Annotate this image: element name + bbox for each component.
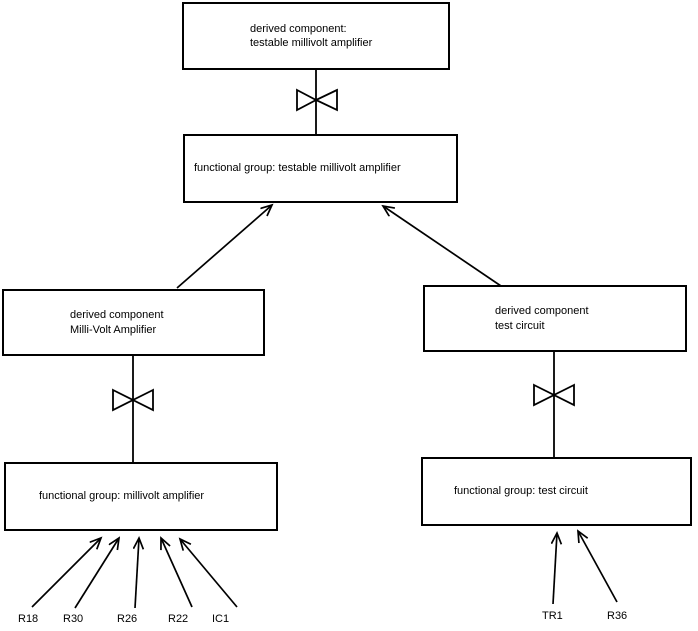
box-derived-test-circuit: derived component test circuit <box>423 285 687 352</box>
bowtie-icon-right <box>533 383 575 407</box>
component-label-r36: R36 <box>607 610 628 622</box>
component-label-r30: R30 <box>63 613 84 625</box>
box-text-line: derived component: <box>250 22 347 35</box>
arrow-r22 <box>161 538 193 608</box>
arrow-ic1 <box>180 539 238 608</box>
bowtie-icon-top <box>296 88 338 112</box>
box-text-line: functional group: test circuit <box>454 485 588 498</box>
arrow-r18 <box>31 538 101 608</box>
box-text-line: derived component <box>70 309 164 321</box>
box-text-line: derived component <box>495 305 589 317</box>
component-label-r26: R26 <box>117 613 138 625</box>
bowtie-icon-left <box>112 388 154 412</box>
component-label-tr1: TR1 <box>542 610 563 622</box>
box-text-line: functional group: millivolt amplifier <box>39 490 205 503</box>
arrow-r30 <box>74 538 119 609</box>
component-label-ic1: IC1 <box>212 613 230 625</box>
arrow-left-derived-to-top-functional <box>176 205 272 289</box>
component-label-r18: R18 <box>18 613 39 625</box>
box-text-line: test circuit <box>495 319 545 332</box>
box-functional-group-testable-millivolt-amplifier: functional group: testable millivolt amp… <box>183 134 458 203</box>
box-functional-group-millivolt-amplifier: functional group: millivolt amplifier <box>4 462 278 531</box>
box-text-line: testable millivolt amplifier <box>250 37 373 49</box>
arrow-r26 <box>135 538 139 609</box>
arrow-r36 <box>578 531 618 603</box>
box-text-line: Milli-Volt Amplifier <box>70 323 157 336</box>
box-derived-testable-millivolt-amplifier: derived component: testable millivolt am… <box>182 2 450 70</box>
box-functional-group-test-circuit: functional group: test circuit <box>421 457 692 526</box>
arrow-tr1 <box>553 533 557 605</box>
box-derived-milli-volt-amplifier: derived component Milli-Volt Amplifier <box>2 289 265 356</box>
box-text-line: functional group: testable millivolt amp… <box>194 162 401 175</box>
component-label-r22: R22 <box>168 613 189 625</box>
arrow-right-derived-to-top-functional <box>383 206 502 287</box>
